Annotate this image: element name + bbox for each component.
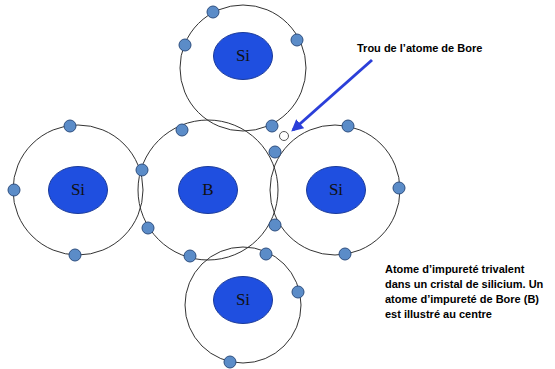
electron <box>176 124 188 136</box>
electron <box>136 164 148 176</box>
nucleus-ellipse <box>307 167 366 214</box>
orbit <box>180 5 306 131</box>
electrons <box>8 6 405 368</box>
electron <box>291 34 303 46</box>
figure-caption: Atome d’impureté trivalent dans un crist… <box>385 262 550 321</box>
electron <box>179 39 191 51</box>
electron <box>339 248 351 260</box>
orbits <box>13 5 400 363</box>
atom-symbol: B <box>178 166 238 200</box>
electron <box>342 120 354 132</box>
atom-nucleus: Si <box>213 276 273 324</box>
electron <box>69 249 81 261</box>
atom-symbol: Si <box>306 166 366 200</box>
electron <box>266 120 278 132</box>
atom-nucleus: B <box>178 166 238 214</box>
nucleus-ellipse <box>214 277 273 324</box>
atom-symbol: Si <box>48 166 108 200</box>
atom-symbol: Si <box>213 276 273 310</box>
electron <box>269 219 281 231</box>
electron <box>269 146 281 158</box>
atom-nucleus: Si <box>213 32 273 80</box>
atom-symbol: Si <box>213 32 273 66</box>
orbit <box>270 125 400 255</box>
electron <box>142 222 154 234</box>
electron <box>292 286 304 298</box>
hole-label: Trou de l’atome de Bore <box>357 41 482 56</box>
orbit <box>13 125 143 255</box>
electron <box>8 184 20 196</box>
atom-nucleus: Si <box>48 166 108 214</box>
electron <box>260 248 272 260</box>
electron <box>184 250 196 262</box>
orbit <box>185 247 301 363</box>
orbit <box>138 120 278 260</box>
electron <box>224 356 236 368</box>
nucleus-ellipse <box>214 33 273 80</box>
electron <box>64 120 76 132</box>
leader-arrow <box>293 60 372 130</box>
nucleus-ellipse <box>179 167 238 214</box>
electron <box>207 6 219 18</box>
electron <box>393 182 405 194</box>
hole <box>280 132 289 141</box>
nucleus-ellipse <box>49 167 108 214</box>
atom-nucleus: Si <box>306 166 366 214</box>
